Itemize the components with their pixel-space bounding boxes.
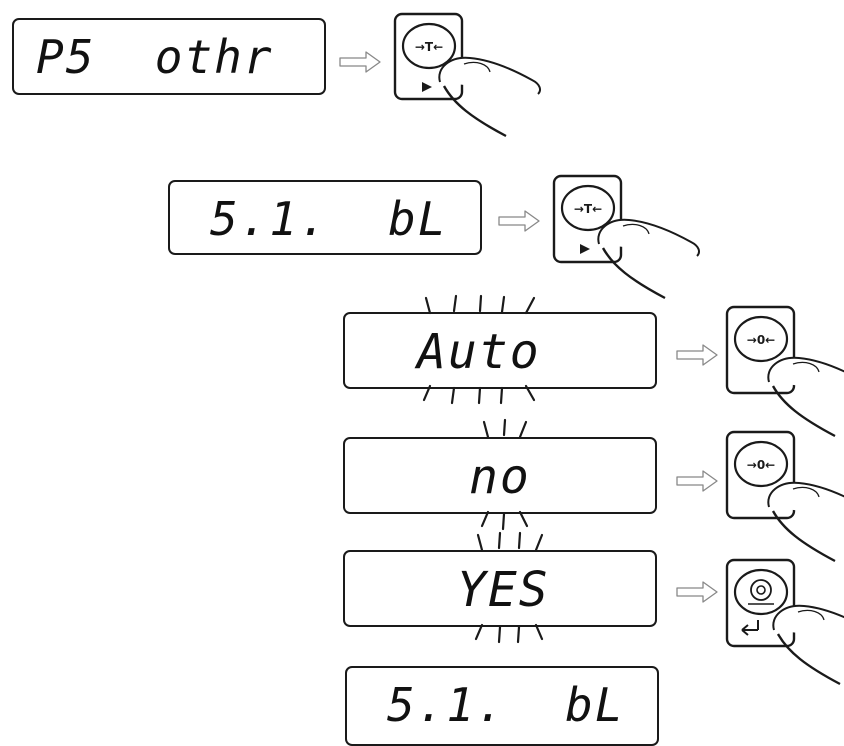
lcd-display-3: Auto (343, 312, 657, 389)
finger-icon-3 (767, 356, 844, 438)
display-text-auto: Auto (417, 324, 541, 380)
zero-key-label-2: →0← (747, 458, 775, 472)
lcd-display-6: 5.1. bL (345, 666, 659, 746)
zero-key-icon: →0← (725, 305, 796, 395)
lcd-display-2: 5.1. bL (168, 180, 482, 255)
arrow-4 (676, 470, 718, 492)
tare-key-icon: →T← (393, 12, 464, 101)
tare-key-icon-2: →T← (552, 174, 623, 264)
tare-key-label-2: →T← (574, 202, 602, 216)
lcd-display-1: P5 othr (12, 18, 326, 95)
enter-key-icon (725, 558, 796, 648)
arrow-2 (498, 210, 540, 232)
arrow-3 (676, 344, 718, 366)
display-text-yes: YES (457, 562, 550, 618)
finger-icon-4 (767, 481, 844, 563)
finger-icon-5 (772, 604, 844, 686)
zero-key-icon-2: →0← (725, 430, 796, 520)
zero-key-label-1: →0← (747, 333, 775, 347)
arrow-5 (676, 581, 718, 603)
display-text-5-1-bl: 5.1. bL (210, 192, 448, 246)
display-text-no: no (469, 449, 531, 505)
lcd-display-4: no (343, 437, 657, 514)
lcd-display-5: YES (343, 550, 657, 627)
arrow-1 (339, 51, 381, 73)
finger-icon-2 (597, 218, 701, 300)
display-text-p5-othr: P5 othr (36, 30, 274, 84)
tare-key-label-1: →T← (415, 40, 443, 54)
finger-icon-1 (438, 56, 542, 138)
display-text-5-1-bl-result: 5.1. bL (387, 678, 625, 732)
